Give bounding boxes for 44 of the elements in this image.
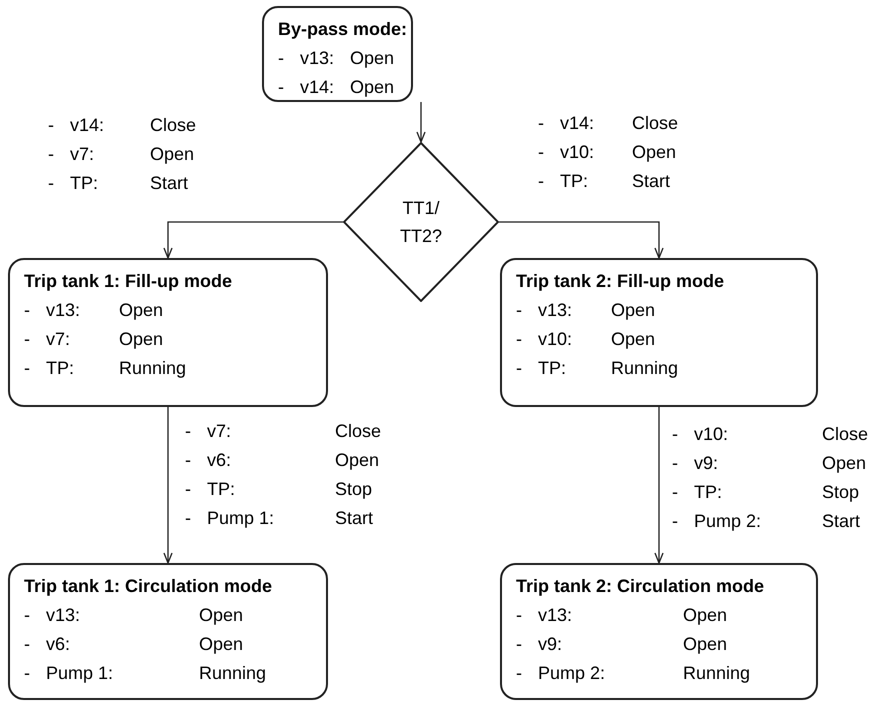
- arrow: [163, 407, 173, 564]
- valve-setting: - TP: Running: [24, 357, 188, 380]
- state-title: Trip tank 2: Fill-up mode: [516, 270, 726, 293]
- edge-label: - v10: Close: [672, 423, 868, 446]
- edge-label: - v10: Open: [538, 141, 678, 164]
- valve-setting: - v13: Open: [516, 604, 728, 627]
- state-box: [8, 258, 328, 407]
- edge-label: - v7: Close: [185, 420, 382, 443]
- valve-setting: - v6: Open: [24, 633, 244, 656]
- arrow: [654, 407, 664, 564]
- valve-setting: - v13: Open: [278, 47, 396, 70]
- state-box: [262, 6, 413, 102]
- valve-setting: - v14: Open: [278, 76, 396, 99]
- edge-label: - TP: Stop: [185, 478, 374, 501]
- edge-label: - TP: Stop: [672, 481, 860, 504]
- state-box: [8, 563, 328, 700]
- edge-label: - v14: Close: [48, 114, 196, 137]
- edge-label: - Pump 2: Start: [672, 510, 862, 533]
- valve-setting: - v13: Open: [24, 604, 244, 627]
- edge-label: - v9: Open: [672, 452, 868, 475]
- valve-setting: - Pump 1: Running: [24, 662, 268, 685]
- state-title: Trip tank 1: Circulation mode: [24, 575, 274, 598]
- arrow: [163, 221, 343, 259]
- edge-label: - TP: Start: [48, 172, 190, 195]
- valve-setting: - v13: Open: [516, 299, 656, 322]
- arrow: [499, 221, 664, 259]
- valve-setting: - v9: Open: [516, 633, 728, 656]
- decision-label: TT1/ TT2?: [398, 197, 443, 248]
- state-box: [500, 258, 818, 407]
- edge-label: - TP: Start: [538, 170, 672, 193]
- edge-label: - v14: Close: [538, 112, 678, 135]
- valve-setting: - v7: Open: [24, 328, 164, 351]
- state-box: [500, 563, 818, 700]
- valve-setting: - v13: Open: [24, 299, 164, 322]
- edge-label: - Pump 1: Start: [185, 507, 374, 530]
- edge-label: - v6: Open: [185, 449, 380, 472]
- state-title: By-pass mode:: [278, 18, 408, 41]
- arrow: [416, 102, 426, 143]
- valve-setting: - v10: Open: [516, 328, 656, 351]
- valve-setting: - TP: Running: [516, 357, 680, 380]
- state-title: Trip tank 1: Fill-up mode: [24, 270, 234, 293]
- valve-setting: - Pump 2: Running: [516, 662, 752, 685]
- state-title: Trip tank 2: Circulation mode: [516, 575, 766, 598]
- edge-label: - v7: Open: [48, 143, 196, 166]
